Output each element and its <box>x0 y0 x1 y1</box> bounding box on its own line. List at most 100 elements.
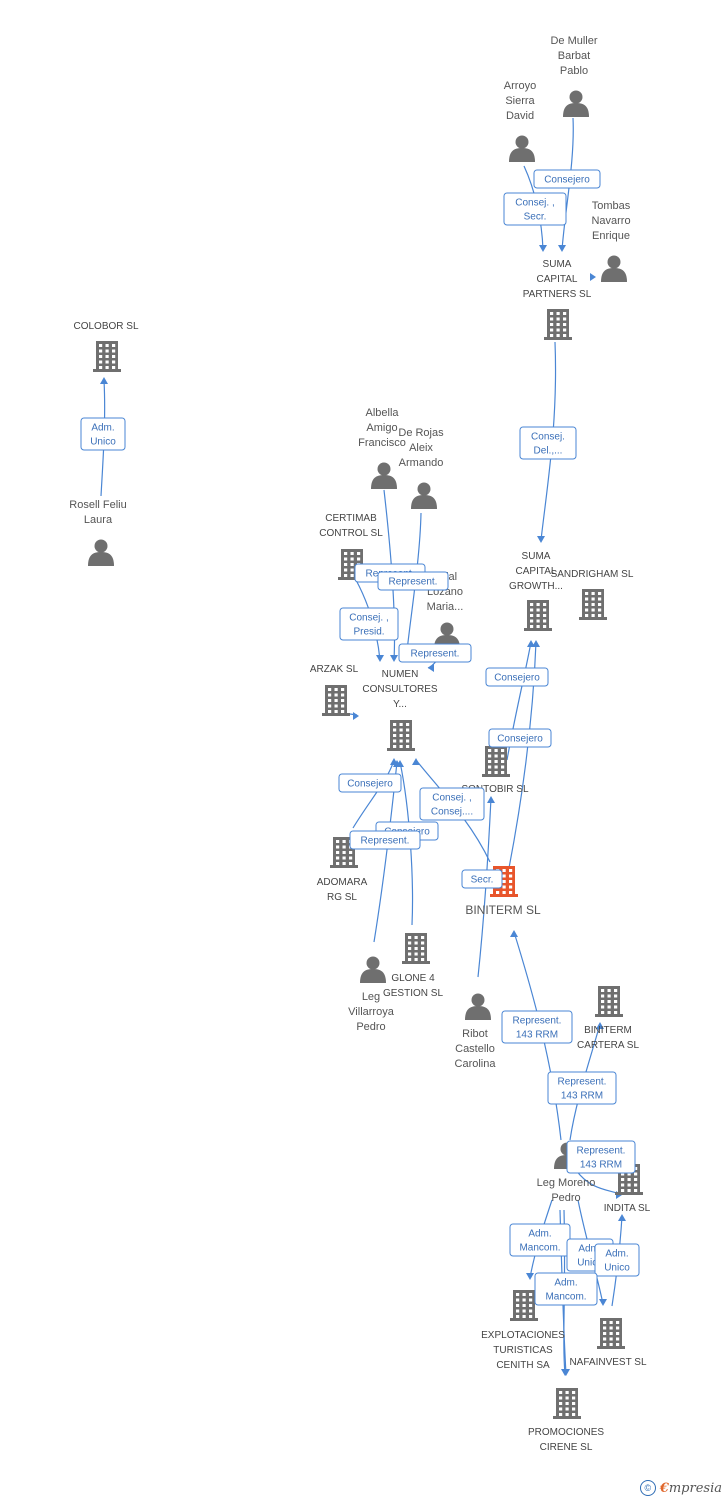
role-label-box <box>488 728 552 748</box>
role-label[interactable]: Represent. <box>377 571 449 591</box>
role-label-text: Mancom. <box>519 1243 560 1254</box>
role-label[interactable]: Represent. <box>398 643 472 663</box>
person-icon <box>465 993 491 1020</box>
role-label-box <box>80 417 126 451</box>
node-arzak[interactable]: ARZAK SL <box>310 664 359 716</box>
role-label[interactable]: Adm.Unico <box>80 417 126 451</box>
role-label-text: Represent. <box>389 577 438 588</box>
node-label: CARTERA SL <box>577 1040 639 1051</box>
person-icon <box>563 90 589 117</box>
role-label[interactable]: Consejero <box>488 728 552 748</box>
building-icon <box>387 720 415 751</box>
role-label-text: Represent. <box>361 836 410 847</box>
node-sontobir[interactable]: SONTOBIR SL <box>461 746 529 795</box>
empresia-brand[interactable]: © €mpresia <box>639 1480 722 1496</box>
arrowhead <box>390 655 398 662</box>
role-label[interactable]: Consej. ,Consej.... <box>419 787 485 821</box>
role-label-box <box>519 426 577 460</box>
role-label-box <box>501 1010 573 1044</box>
node-label: SUMA <box>543 259 572 270</box>
node-label: Laura <box>84 514 113 526</box>
node-colobor[interactable]: COLOBOR SL <box>73 321 139 372</box>
role-label[interactable]: Consej.Del.,... <box>519 426 577 460</box>
role-label-text: Consejero <box>544 175 590 186</box>
node-biniterm-cartera[interactable]: BINITERM CARTERA SL <box>577 986 639 1051</box>
node-label: BINITERM <box>584 1025 632 1036</box>
building-icon <box>579 589 607 620</box>
arrowhead <box>393 760 401 767</box>
role-label-box <box>533 169 601 189</box>
node-suma-growth[interactable]: SUMACAPITALGROWTH... <box>509 551 563 631</box>
edge-line <box>352 759 395 829</box>
role-label[interactable]: Secr. <box>461 869 503 889</box>
role-label[interactable]: Consej. ,Presid. <box>339 607 399 641</box>
role-label[interactable]: Consejero <box>485 667 549 687</box>
node-nafainvest[interactable]: NAFAINVEST SL <box>569 1318 647 1368</box>
node-label: Amigo <box>366 422 397 434</box>
role-label[interactable]: Adm.Unico <box>594 1243 640 1277</box>
node-label: CONSULTORES <box>362 684 438 695</box>
node-label: BINITERM SL <box>465 903 541 917</box>
brand-euro-letter: € <box>659 1480 669 1496</box>
node-label: Armando <box>399 457 444 469</box>
building-icon <box>524 600 552 631</box>
role-label[interactable]: Represent. <box>349 830 421 850</box>
node-label: PARTNERS SL <box>523 289 592 300</box>
role-label[interactable]: Consejero <box>338 773 402 793</box>
node-label: ARZAK SL <box>310 664 359 675</box>
role-label-box <box>485 667 549 687</box>
building-icon <box>544 309 572 340</box>
role-label-text: Del.,... <box>534 446 563 457</box>
role-label-text: Represent. <box>558 1077 607 1088</box>
arrowhead <box>537 536 545 543</box>
role-label-text: Represent. <box>513 1016 562 1027</box>
role-label-text: 143 RRM <box>580 1160 622 1171</box>
node-numen[interactable]: NUMEN CONSULTORES Y... <box>362 669 438 751</box>
brand-name: mpresia <box>668 1480 722 1496</box>
role-label-text: Consej. , <box>515 198 554 209</box>
role-label[interactable]: Consej. ,Secr. <box>503 192 567 226</box>
relationship-edge[interactable] <box>590 273 596 281</box>
role-label-box <box>594 1243 640 1277</box>
role-label[interactable]: Represent.143 RRM <box>547 1071 617 1105</box>
role-label-box <box>534 1272 598 1306</box>
node-label: Tombas <box>592 200 631 212</box>
node-label: Leg Moreno <box>537 1177 596 1189</box>
role-label[interactable]: Represent.143 RRM <box>566 1140 636 1174</box>
role-label-text: Represent. <box>411 649 460 660</box>
node-label: NUMEN <box>382 669 419 680</box>
node-label: COLOBOR SL <box>73 321 138 332</box>
role-label[interactable]: Consejero <box>533 169 601 189</box>
role-label[interactable]: Represent.143 RRM <box>501 1010 573 1044</box>
relationship-edge[interactable] <box>477 796 495 978</box>
arrowhead <box>510 930 518 937</box>
node-label: Barbat <box>558 50 590 62</box>
node-label: CENITH SA <box>496 1360 550 1371</box>
node-label: RG SL <box>327 892 357 903</box>
node-sandrigham[interactable]: SANDRIGHAM SL <box>551 569 634 620</box>
role-label[interactable]: Adm.Mancom. <box>534 1272 598 1306</box>
arrowhead <box>539 245 547 252</box>
role-label-box <box>398 643 472 663</box>
person-icon <box>360 956 386 983</box>
role-label[interactable]: Adm.Mancom. <box>509 1223 571 1257</box>
node-label: Y... <box>393 699 407 710</box>
node-label: Navarro <box>591 215 630 227</box>
role-label-text: Adm. <box>91 423 114 434</box>
relationship-edge[interactable] <box>349 712 359 720</box>
role-label-text: Consejero <box>347 779 393 790</box>
role-label-box <box>377 571 449 591</box>
arrowhead <box>561 1369 569 1376</box>
